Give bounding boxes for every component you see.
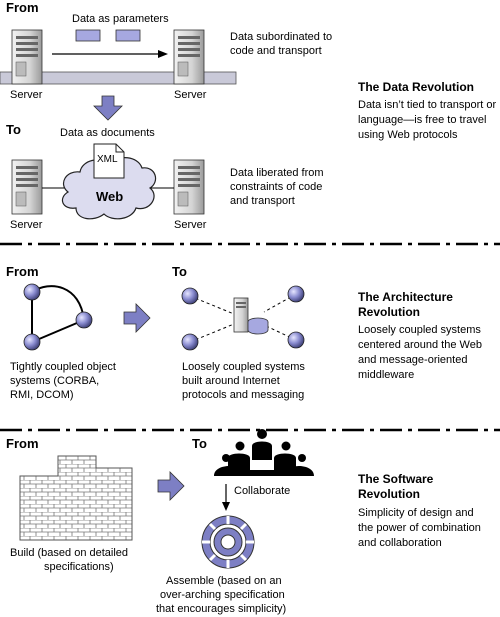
assembly-rings-icon [201,515,255,569]
section-description-line: language—is free to travel [358,114,487,126]
params-label: Data as parameters [72,13,169,25]
server-label: Server [174,219,207,231]
section-description-line: Loosely coupled systems [358,324,481,336]
from-label: From [6,0,39,15]
right-caption-line: Loosely coupled systems [182,361,305,373]
build-caption-line: Build (based on detailed [10,547,129,559]
top-note-line: code and transport [230,45,322,57]
assemble-caption-line: over-arching specification [160,589,285,601]
from-label: From [6,436,39,451]
section-description-line: using Web protocols [358,129,458,141]
bottom-note-line: constraints of code [230,181,323,193]
docs-label: Data as documents [60,127,155,139]
parameter-box [115,29,141,42]
section-title: Revolution [358,305,420,319]
server-icon [173,29,205,85]
web-label: Web [96,189,124,204]
brick-wall-icon [19,455,133,541]
collaborators-icon [214,429,314,476]
right-arrow-icon [157,471,185,501]
left-caption-line: systems (CORBA, [10,375,100,387]
down-arrow-icon [93,95,123,121]
right-caption-line: protocols and messaging [182,389,305,401]
top-note-line: Data subordinated to [230,31,333,43]
server-label: Server [10,89,43,101]
section-description-line: middleware [358,369,415,381]
bottom-note-line: Data liberated from [230,167,324,179]
server-label: Server [10,219,43,231]
section-title: Revolution [358,487,420,501]
server-label: Server [174,89,207,101]
section-title: The Data Revolution [358,80,475,94]
xml-document-icon [93,143,125,179]
server-icon [11,29,43,85]
to-label: To [6,122,21,137]
to-label: To [172,264,187,279]
assemble-caption-line: that encourages simplicity) [156,603,287,615]
section-description-line: the power of combination [358,522,481,534]
section-title: The Software [358,472,434,486]
section-title: The Architecture [358,290,453,304]
tightly-coupled-graph [23,283,93,351]
right-arrow-icon [123,303,151,333]
to-label: To [192,436,207,451]
section-description-line: and message-oriented [358,354,468,366]
section-description-line: and collaboration [358,537,442,549]
from-label: From [6,264,39,279]
parameter-box [75,29,101,42]
web-cloud-icon [61,157,157,220]
build-caption-line: specifications) [44,561,114,573]
left-caption-line: RMI, DCOM) [10,389,74,401]
collaborate-label: Collaborate [234,485,291,497]
loosely-coupled-graph [181,285,305,351]
section-description-line: centered around the Web [358,339,482,351]
bottom-note-line: and transport [230,195,295,207]
xml-label: XML [97,154,118,165]
left-caption-line: Tightly coupled object [10,361,116,373]
server-icon [173,159,205,215]
section-description-line: Data isn’t tied to transport or [358,99,497,111]
section-description-line: Simplicity of design and [358,507,474,519]
server-icon [11,159,43,215]
right-caption-line: built around Internet [182,375,280,387]
assemble-caption-line: Assemble (based on an [166,575,282,587]
